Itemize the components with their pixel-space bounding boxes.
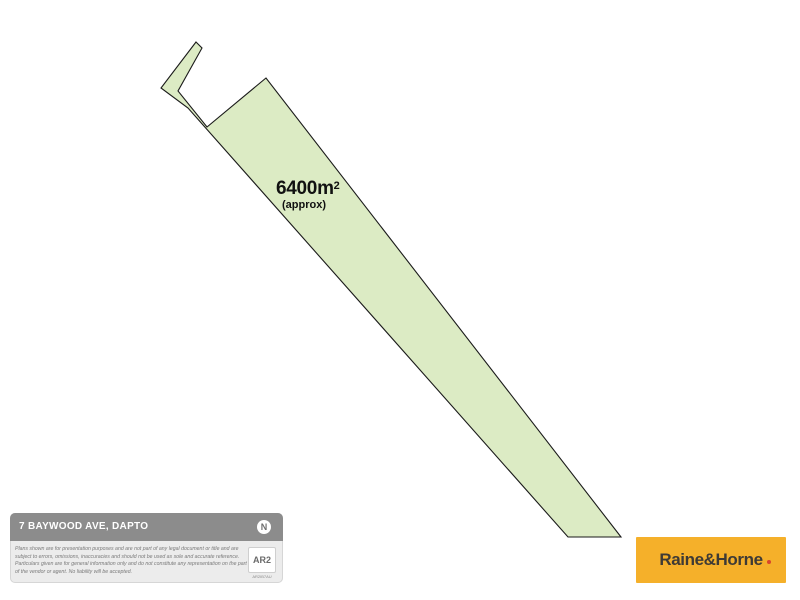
agency-logo: Raine&Horne (636, 537, 786, 583)
agency-name: Raine&Horne (659, 550, 763, 569)
plan-provider-id: AR2IB7AU (252, 574, 272, 579)
info-card-header: 7 BAYWOOD AVE, DAPTO N (10, 513, 283, 541)
area-value: 6400m2 (276, 178, 340, 199)
plan-provider-logo: AR2 (248, 547, 276, 573)
disclaimer-text: Plans shown are for presentation purpose… (15, 546, 247, 575)
north-arrow-icon: N (257, 520, 271, 534)
area-note: (approx) (282, 199, 326, 211)
agency-logo-dot-icon (767, 560, 771, 564)
area-unit-superscript: 2 (333, 180, 340, 192)
property-info-card: 7 BAYWOOD AVE, DAPTO N Plans shown are f… (10, 513, 283, 583)
area-label: 6400m2 (approx) (276, 178, 340, 211)
lot-boundary (160, 41, 623, 538)
property-address: 7 BAYWOOD AVE, DAPTO (19, 521, 149, 532)
